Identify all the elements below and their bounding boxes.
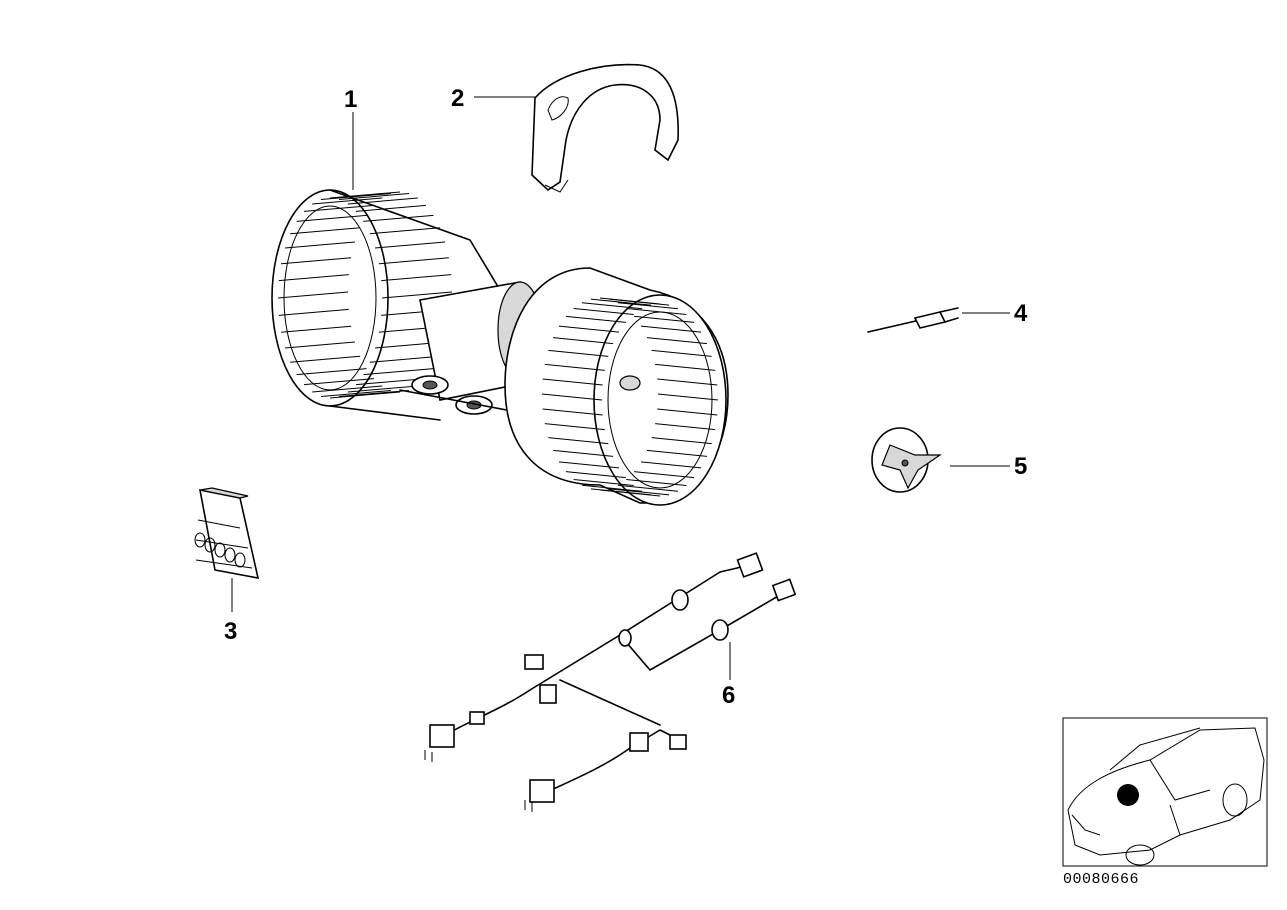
fan-blade	[582, 302, 643, 310]
fan-blade	[634, 315, 695, 323]
fan-blade	[634, 471, 695, 479]
fan-blade	[284, 241, 356, 249]
terminal-pin[interactable]	[867, 307, 959, 333]
fan-blade	[338, 389, 410, 397]
resistor-coil	[234, 552, 246, 568]
fan-blade	[329, 391, 401, 399]
fan-blade	[347, 385, 418, 393]
fan-blade	[284, 341, 356, 349]
fan-blade	[544, 363, 605, 371]
callout-2: 2	[451, 85, 465, 112]
callout-3: 3	[224, 618, 238, 645]
fan-blade	[290, 227, 361, 235]
fan-blade	[278, 274, 349, 282]
fan-blade	[378, 257, 449, 265]
fan-blade	[374, 241, 446, 249]
callout-5: 5	[1014, 453, 1028, 480]
fan-blade	[363, 214, 434, 222]
resistor-coil	[204, 537, 216, 553]
fan-blade	[553, 449, 614, 457]
fan-blade	[290, 355, 361, 363]
fan-blade	[542, 408, 603, 416]
fan-blade	[329, 191, 401, 199]
resistor-coil	[224, 547, 236, 563]
fan-blade	[277, 291, 349, 299]
right-fan-wheel	[504, 267, 729, 506]
wiring-harness[interactable]	[424, 552, 797, 812]
fan-blade	[363, 368, 434, 376]
fan-blade	[657, 393, 719, 401]
fan-blade	[655, 363, 716, 371]
callout-1: 1	[344, 86, 358, 113]
fan-blade	[312, 197, 383, 205]
fan-blade	[640, 325, 702, 333]
fan-blade	[573, 479, 634, 487]
callout-4: 4	[1014, 300, 1028, 327]
diagram-reference-number: 00080666	[1063, 871, 1140, 888]
fan-blade	[590, 298, 651, 306]
fan-blade	[558, 325, 620, 333]
fan-blade	[558, 461, 620, 469]
fan-blade	[646, 449, 707, 457]
fan-blade	[565, 471, 626, 479]
fan-blade	[320, 193, 392, 201]
fan-blade	[582, 484, 643, 492]
fan-blade	[590, 488, 651, 496]
fan-blade	[338, 193, 410, 201]
fan-blade	[542, 378, 603, 386]
fan-blade	[617, 302, 678, 310]
fan-blade	[278, 308, 349, 316]
fan-blade	[646, 337, 707, 345]
fan-blade	[626, 307, 687, 315]
fan-blade	[381, 274, 452, 282]
fan-blade	[565, 315, 626, 323]
left-fan-wheel	[271, 189, 501, 421]
fan-blade	[657, 408, 718, 416]
fan-blade	[640, 461, 702, 469]
blower-resistor[interactable]	[194, 487, 260, 580]
fan-blade	[369, 227, 440, 235]
fan-blade	[320, 389, 392, 397]
fan-blade	[657, 378, 718, 386]
fan-blade	[626, 479, 687, 487]
fan-blade	[303, 378, 375, 386]
callout-6: 6	[722, 682, 736, 709]
fan-blade	[347, 197, 418, 205]
resistor-coil	[194, 532, 206, 548]
fan-blade	[381, 291, 453, 299]
vehicle-location-thumbnail	[1062, 717, 1268, 867]
fan-blade	[651, 437, 712, 445]
fan-blade	[541, 393, 603, 401]
fan-blade	[609, 488, 670, 496]
fan-blade	[553, 337, 614, 345]
fan-blade	[609, 298, 670, 306]
fan-blade	[281, 325, 352, 333]
wheel-hub-cap[interactable]	[871, 427, 942, 493]
fan-blade	[651, 349, 712, 357]
fan-blade	[303, 204, 375, 212]
fan-blade	[296, 368, 367, 376]
blower-motor-assembly[interactable]	[271, 189, 729, 506]
fan-blade	[655, 423, 716, 431]
resistor-coil	[214, 542, 226, 558]
fan-blade	[369, 355, 440, 363]
fan-blade	[355, 204, 427, 212]
location-marker	[1117, 784, 1139, 806]
fan-blade	[548, 349, 609, 357]
fan-blade	[281, 257, 352, 265]
fan-blade	[296, 214, 367, 222]
mounting-clamp[interactable]	[531, 63, 679, 193]
fan-blade	[573, 307, 634, 315]
fan-blade	[544, 423, 605, 431]
fan-blade	[617, 484, 678, 492]
leader-lines	[231, 96, 1010, 680]
fan-blade	[312, 385, 383, 393]
fan-blade	[548, 437, 609, 445]
